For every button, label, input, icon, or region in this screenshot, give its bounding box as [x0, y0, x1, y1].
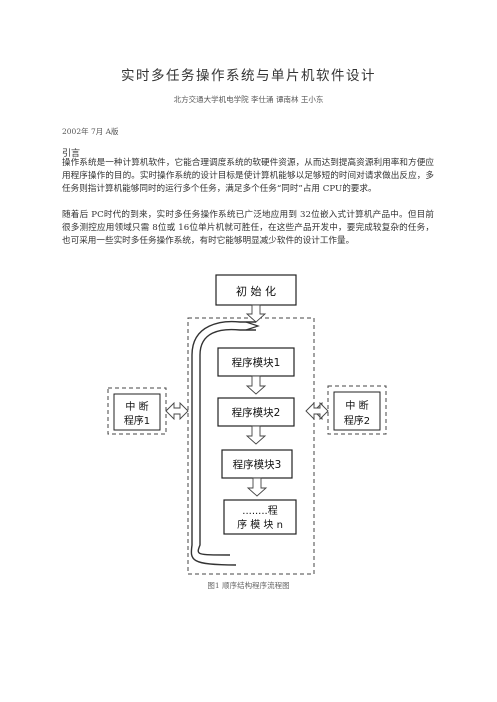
module-n-label-2: 序 模 块 n [237, 518, 283, 531]
figure-caption: 图1 顺序结构程序流程图 [207, 581, 290, 590]
module-1-box [217, 347, 295, 377]
module-1-label: 程序模块1 [232, 356, 281, 369]
arrow-3-n [246, 477, 268, 497]
init-label: 初 始 化 [236, 284, 276, 298]
paragraph-1: 操作系统是一种计算机软件，它能合理调度系统的软硬件资源，从而达到提高资源利用率和… [62, 158, 434, 194]
module-2-box [217, 397, 295, 427]
interrupt-2-label-1: 中 断 [345, 399, 368, 412]
interrupt-2-box [333, 391, 381, 431]
interrupt-2-label-2: 程序2 [344, 414, 370, 427]
interrupt-1-label-1: 中 断 [125, 400, 148, 413]
interrupt-1-label-2: 程序1 [124, 414, 150, 427]
interrupt-1-arrow [165, 401, 189, 421]
paper-title: 实时多任务操作系统与单片机软件设计 [121, 68, 376, 84]
arrow-1-2 [245, 375, 267, 395]
interrupt-2-frame [327, 385, 387, 435]
paragraph-2: 随着后 PC时代的到来，实时多任务操作系统已广泛地应用到 32位嵌入式计算机产品… [62, 210, 434, 246]
module-3-label: 程序模块3 [233, 458, 282, 471]
section-heading: 引言 [62, 149, 81, 159]
arrow-2-3 [245, 425, 267, 445]
authors: 北方交通大学机电学院 李仕涌 谭南林 王小东 [173, 95, 324, 104]
module-n-box [223, 499, 297, 535]
init-arrow [245, 304, 267, 323]
publication-date: 2002年 7月 A版 [62, 127, 119, 136]
module-n-label-1: ........程 [242, 505, 277, 517]
module-2-label: 程序模块2 [232, 406, 281, 419]
interrupt-2-arrow [305, 401, 329, 421]
loop-back-line [197, 328, 256, 556]
loop-back-line-outer [190, 320, 256, 566]
loop-arrow-head [245, 321, 260, 331]
interrupt-1-box [113, 393, 161, 431]
